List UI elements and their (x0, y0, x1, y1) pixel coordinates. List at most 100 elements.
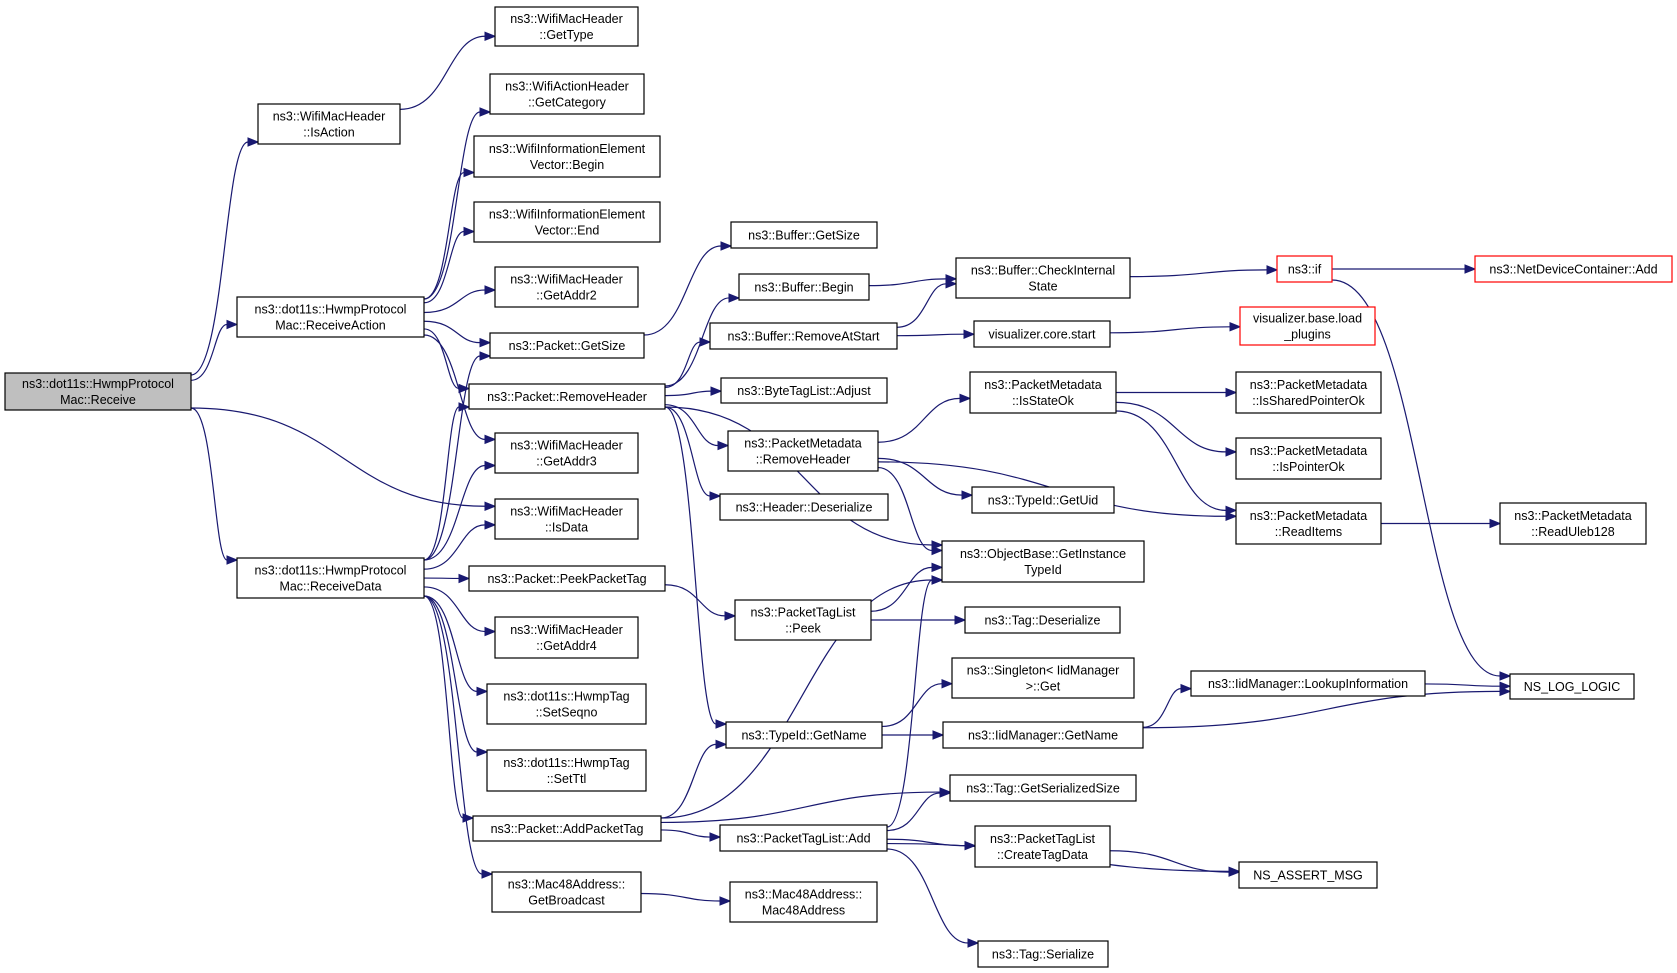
node-isdata[interactable]: ns3::WifiMacHeader::IsData (494, 498, 639, 540)
node-issharedpointerok[interactable]: ns3::PacketMetadata::IsSharedPointerOk (1235, 371, 1382, 414)
node-getbroadcast[interactable]: ns3::Mac48Address::GetBroadcast (491, 871, 642, 913)
node-box (1235, 437, 1382, 480)
node-removeheader[interactable]: ns3::Packet::RemoveHeader (468, 383, 666, 410)
node-gettype[interactable]: ns3::WifiMacHeader::GetType (494, 6, 639, 47)
node-label-line: Vector::End (535, 224, 600, 238)
node-vizstart[interactable]: visualizer.core.start (973, 320, 1111, 348)
node-getaddr2[interactable]: ns3::WifiMacHeader::GetAddr2 (494, 266, 639, 308)
arrowhead-icon (699, 337, 712, 347)
node-label-line: ns3::Buffer::GetSize (748, 229, 860, 243)
node-iidgetname[interactable]: ns3::IidManager::GetName (942, 721, 1144, 749)
arrowhead-icon (484, 460, 497, 471)
node-bufbegin[interactable]: ns3::Buffer::Begin (738, 273, 870, 301)
node-pmremoveheader[interactable]: ns3::PacketMetadata::RemoveHeader (727, 430, 879, 472)
node-bufremoveatstart[interactable]: ns3::Buffer::RemoveAtStart (709, 322, 898, 350)
arrowhead-icon (709, 491, 722, 501)
edge-pmremoveheader-to-getinstancetypeid (877, 466, 944, 556)
arrowhead-icon (1228, 867, 1241, 877)
node-bufgetsize[interactable]: ns3::Buffer::GetSize (730, 221, 878, 249)
node-tagserialize[interactable]: ns3::Tag::Serialize (977, 940, 1109, 968)
node-label-line: ::GetAddr2 (536, 289, 596, 303)
arrowhead-icon (226, 555, 239, 565)
node-isaction[interactable]: ns3::WifiMacHeader::IsAction (257, 103, 401, 145)
node-pktgetsize[interactable]: ns3::Packet::GetSize (489, 332, 645, 359)
node-vizload[interactable]: visualizer.base.load_plugins (1239, 306, 1376, 346)
node-label-line: ns3::WifiMacHeader (273, 110, 386, 124)
edge-removeheader-to-pmremoveheader (664, 404, 730, 451)
node-hdrdeserialize[interactable]: ns3::Header::Deserialize (719, 493, 889, 521)
node-ndcadd[interactable]: ns3::NetDeviceContainer::Add (1474, 255, 1673, 283)
node-box (468, 383, 666, 410)
node-label-line: ns3::PacketMetadata (1250, 378, 1367, 392)
node-getaddr4[interactable]: ns3::WifiMacHeader::GetAddr4 (494, 616, 639, 659)
node-bytetagadjust[interactable]: ns3::ByteTagList::Adjust (720, 377, 888, 404)
node-label-line: ns3::Singleton< IidManager (967, 664, 1120, 678)
edge-line (877, 397, 961, 443)
edge-line (886, 579, 933, 828)
node-box (494, 6, 639, 47)
node-ptlpeek[interactable]: ns3::PacketTagList::Peek (734, 599, 872, 641)
node-lookupinfo[interactable]: ns3::IidManager::LookupInformation (1190, 670, 1426, 697)
arrowhead-icon (931, 562, 944, 573)
node-isstateok[interactable]: ns3::PacketMetadata::IsStateOk (969, 371, 1117, 414)
edge-typeidgetname-to-singletonget (881, 678, 954, 728)
node-setttl[interactable]: ns3::dot11s::HwmpTag::SetTtl (486, 749, 647, 792)
arrowhead-icon (484, 31, 497, 41)
node-label-line: ::IsAction (303, 126, 354, 140)
edge-receivedata-to-getaddr3 (423, 460, 497, 561)
edge-receivedata-to-isdata (423, 520, 497, 570)
node-getuid[interactable]: ns3::TypeId::GetUid (971, 486, 1115, 514)
node-ns3if[interactable]: ns3::if (1276, 255, 1333, 283)
node-getaddr3[interactable]: ns3::WifiMacHeader::GetAddr3 (494, 432, 639, 474)
edge-receiveaction-to-iebegin (423, 167, 476, 300)
node-setseqno[interactable]: ns3::dot11s::HwmpTag::SetSeqno (486, 683, 647, 725)
node-label-line: Mac::ReceiveAction (275, 319, 386, 333)
node-nsassertmsg[interactable]: NS_ASSERT_MSG (1238, 861, 1378, 889)
edge-line (877, 466, 933, 552)
edge-line (190, 141, 249, 376)
node-label-line: ns3::if (1288, 263, 1322, 277)
edge-receive-to-receivedata (190, 407, 239, 565)
edge-line (664, 390, 712, 397)
arrowhead-icon (458, 573, 471, 584)
node-createtagdata[interactable]: ns3::PacketTagList::CreateTagData (974, 825, 1111, 868)
node-ptladd[interactable]: ns3::PacketTagList::Add (719, 824, 888, 852)
node-getcategory[interactable]: ns3::WifiActionHeader::GetCategory (489, 73, 645, 115)
edge-removeheader-to-hdrdeserialize (664, 406, 722, 501)
edge-readitems-to-readuleb128 (1381, 518, 1502, 529)
node-readitems[interactable]: ns3::PacketMetadata::ReadItems (1235, 502, 1382, 545)
arrowhead-icon (717, 440, 730, 451)
arrowhead-icon (1489, 518, 1502, 529)
node-mac48ctor[interactable]: ns3::Mac48Address::Mac48Address (729, 881, 878, 923)
node-box (1235, 502, 1382, 545)
arrowhead-icon (479, 107, 492, 117)
node-addpackettag[interactable]: ns3::Packet::AddPacketTag (472, 815, 662, 842)
node-nsloglogic[interactable]: NS_LOG_LOGIC (1509, 673, 1635, 700)
node-label-line: ::SetTtl (547, 772, 587, 786)
node-box (236, 557, 425, 599)
edge-receiveaction-to-getaddr3 (423, 334, 497, 445)
node-singletonget[interactable]: ns3::Singleton< IidManager>::Get (951, 657, 1135, 699)
node-tagdeserialize[interactable]: ns3::Tag::Deserialize (964, 606, 1121, 634)
node-label-line: ns3::Packet::PeekPacketTag (487, 572, 646, 586)
node-label-line: ::Peek (785, 622, 821, 636)
edge-checkinternal-to-ns3if (1129, 265, 1279, 278)
edge-line (1115, 401, 1227, 453)
node-ispointerok[interactable]: ns3::PacketMetadata::IsPointerOk (1235, 437, 1382, 480)
node-receiveaction[interactable]: ns3::dot11s::HwmpProtocolMac::ReceiveAct… (236, 296, 425, 338)
arrowhead-icon (484, 434, 497, 445)
arrowhead-icon (728, 293, 741, 303)
edge-line (423, 111, 481, 300)
edge-isstateok-to-ispointerok (1115, 401, 1238, 457)
node-taggetserializedsize[interactable]: ns3::Tag::GetSerializedSize (949, 774, 1137, 802)
node-receivedata[interactable]: ns3::dot11s::HwmpProtocolMac::ReceiveDat… (236, 557, 425, 599)
node-typeidgetname[interactable]: ns3::TypeId::GetName (725, 721, 883, 749)
node-peekpackettag[interactable]: ns3::Packet::PeekPacketTag (468, 565, 666, 592)
node-readuleb128[interactable]: ns3::PacketMetadata::ReadUleb128 (1499, 502, 1647, 545)
node-box (494, 266, 639, 308)
